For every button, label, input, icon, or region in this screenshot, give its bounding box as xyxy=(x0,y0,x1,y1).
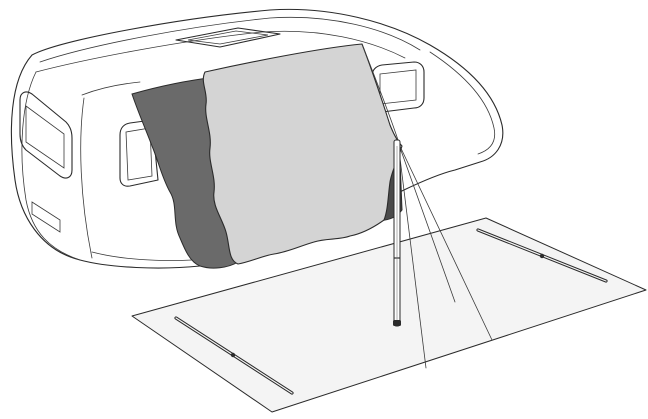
body-seam xyxy=(81,81,141,96)
awning xyxy=(131,43,403,269)
rear-contour xyxy=(429,51,496,155)
roof-vent xyxy=(175,27,281,48)
side-window-left xyxy=(119,119,159,187)
ground-rail-left-joint xyxy=(230,352,236,358)
caravan xyxy=(10,8,504,269)
roof-contour-2 xyxy=(35,30,406,73)
guy-line-1 xyxy=(397,141,427,369)
front-hatch xyxy=(31,201,61,233)
front-window xyxy=(19,91,73,179)
awning-fabric-front xyxy=(202,43,403,265)
support-pole xyxy=(393,139,493,369)
ground-sheet xyxy=(131,217,647,413)
guy-line-3 xyxy=(397,141,456,303)
front-corner xyxy=(21,71,81,261)
ground-rail-right-joint xyxy=(539,253,545,259)
side-wall-edge xyxy=(80,97,93,259)
guy-line-2 xyxy=(397,141,493,341)
ground-sheet-outline xyxy=(131,217,647,413)
fabric-fold xyxy=(361,43,399,141)
caravan-body xyxy=(10,8,504,269)
pole-foot xyxy=(393,320,401,326)
roof-contour xyxy=(39,16,421,63)
